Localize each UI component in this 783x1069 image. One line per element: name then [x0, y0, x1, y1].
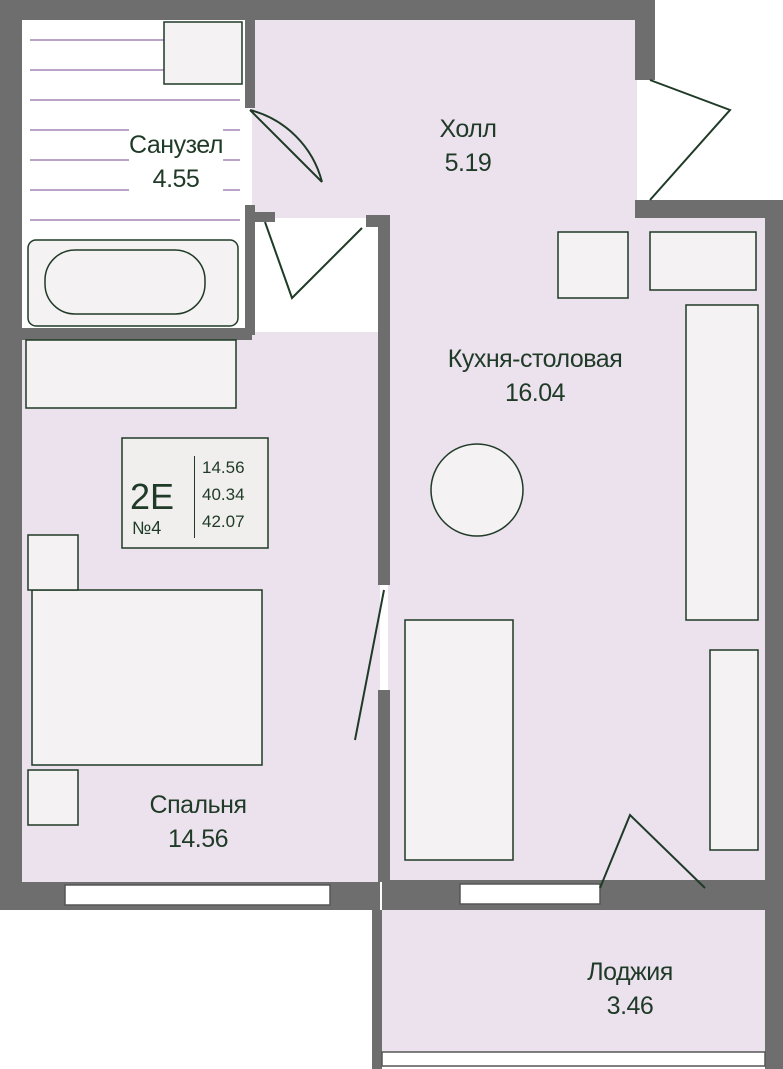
room-label-bedroom: Спальня 14.56	[150, 788, 247, 856]
room-name: Кухня-столовая	[447, 345, 623, 373]
apartment-areas: 14.56 40.34 42.07	[202, 454, 245, 535]
room-area: 5.19	[444, 149, 492, 177]
area-with-loggia: 42.07	[202, 512, 245, 531]
room-name: Спальня	[149, 791, 247, 819]
total-area: 40.34	[202, 485, 245, 504]
room-name: Лоджия	[587, 958, 673, 986]
room-label-bathroom: Санузел 4.55	[129, 128, 223, 196]
room-name: Холл	[439, 115, 497, 143]
windows	[64, 883, 766, 1067]
room-area: 14.56	[167, 825, 229, 853]
doors	[249, 79, 732, 889]
living-area: 14.56	[202, 458, 245, 477]
apartment-badge: 2E №4 14.56 40.34 42.07	[120, 438, 268, 548]
apartment-type: 2E	[130, 476, 175, 517]
loggia-floor	[382, 910, 765, 1052]
hall-floor	[252, 20, 637, 218]
fixtures	[25, 21, 759, 861]
room-label-kitchen: Кухня-столовая 16.04	[447, 342, 623, 410]
room-area: 3.46	[606, 992, 654, 1020]
apartment-number: №4	[132, 518, 162, 538]
room-area: 16.04	[504, 379, 566, 407]
room-label-loggia: Лоджия 3.46	[587, 955, 673, 1023]
room-label-hall: Холл 5.19	[440, 112, 497, 180]
room-name: Санузел	[129, 131, 223, 159]
room-area: 4.55	[152, 165, 200, 193]
badge-divider	[194, 456, 195, 538]
